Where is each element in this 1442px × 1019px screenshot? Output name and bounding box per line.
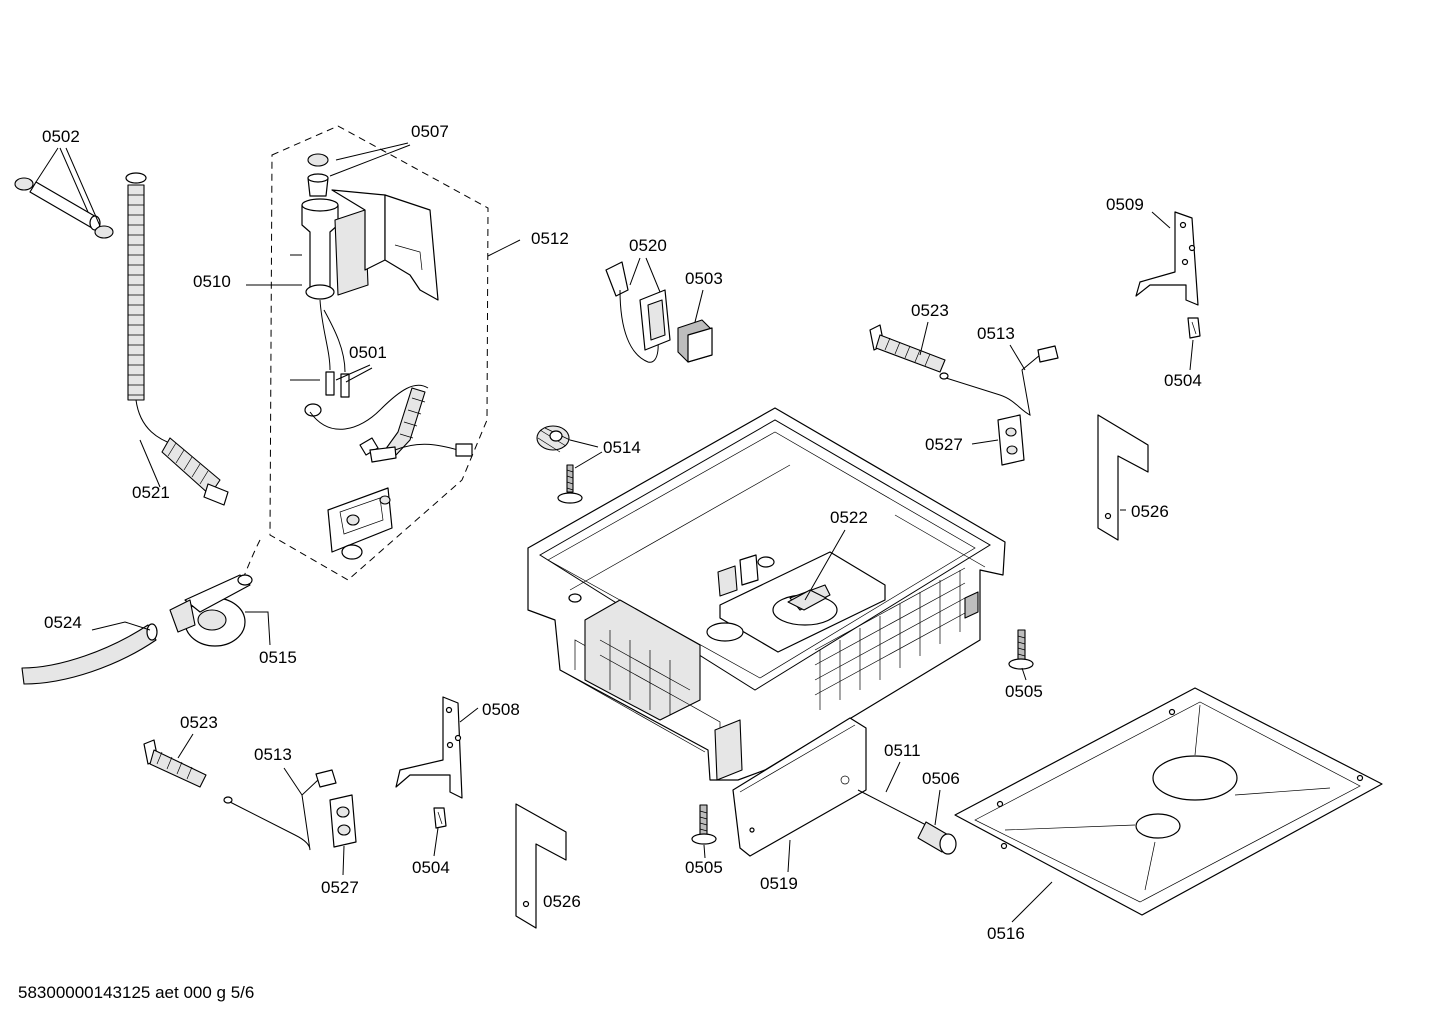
label-0514: 0514	[603, 438, 641, 457]
label-0520: 0520	[629, 236, 667, 255]
part-0526-plate-upper	[1097, 414, 1149, 541]
part-0507-caps	[307, 153, 329, 197]
label-0516: 0516	[987, 924, 1025, 943]
part-0508-bracket	[395, 696, 463, 799]
part-0523-spring-lower	[143, 739, 207, 788]
part-0523-spring-upper	[869, 324, 946, 373]
label-0512: 0512	[531, 229, 569, 248]
label-0526-upper: 0526	[1131, 502, 1169, 521]
part-0504-clip-upper	[1187, 317, 1201, 339]
part-0513-wire-upper	[939, 345, 1059, 416]
part-0506-knob	[917, 821, 957, 855]
part-0510-valve-assembly	[301, 189, 439, 417]
label-0523-lower: 0523	[180, 713, 218, 732]
part-0526-plate-lower	[515, 803, 567, 929]
label-0515: 0515	[259, 648, 297, 667]
label-0527-upper: 0527	[925, 435, 963, 454]
label-0513-upper: 0513	[977, 324, 1015, 343]
leader-lines	[35, 142, 1194, 923]
part-0503-connector	[677, 319, 713, 363]
part-0527-bracket-lower	[329, 794, 357, 848]
label-0511: 0511	[884, 741, 921, 760]
label-0504-upper: 0504	[1164, 371, 1202, 390]
label-0513-lower: 0513	[254, 745, 292, 764]
part-0516-base-plate	[954, 687, 1383, 916]
label-0524: 0524	[44, 613, 82, 632]
label-0504-lower: 0504	[412, 858, 450, 877]
part-0519-front-panel	[732, 717, 867, 857]
part-0527-bracket-upper	[997, 414, 1025, 466]
label-0526-lower: 0526	[543, 892, 581, 911]
part-0520-sensor	[605, 261, 671, 363]
part-0512-hose-harness	[309, 384, 473, 560]
part-0511-rod	[857, 789, 929, 827]
part-0514-gear-screw	[536, 425, 583, 504]
label-0519: 0519	[760, 874, 798, 893]
label-0506: 0506	[922, 769, 960, 788]
part-0505-screw-lower	[691, 804, 717, 845]
label-0505-right: 0505	[1005, 682, 1043, 701]
label-0503: 0503	[685, 269, 723, 288]
drawing-reference-footer: 58300000143125 aet 000 g 5/6	[18, 983, 254, 1002]
label-0510: 0510	[193, 272, 231, 291]
part-0524-hose	[21, 623, 158, 685]
part-base-tub	[527, 407, 1006, 781]
label-0501: 0501	[349, 343, 387, 362]
label-0502: 0502	[42, 127, 80, 146]
part-0521-inlet-hose	[125, 172, 229, 506]
label-0509: 0509	[1106, 195, 1144, 214]
part-0504-clip-lower	[433, 807, 447, 829]
label-0523-upper: 0523	[911, 301, 949, 320]
part-0505-screw-right	[1008, 629, 1034, 670]
label-0508: 0508	[482, 700, 520, 719]
label-0527-lower: 0527	[321, 878, 359, 897]
part-0515-pump	[169, 574, 253, 647]
label-0507: 0507	[411, 122, 449, 141]
part-0522-float	[787, 589, 827, 611]
assembly-link-dashed	[239, 539, 261, 586]
part-0513-wire-lower	[223, 769, 337, 851]
part-0509-bracket	[1135, 211, 1199, 306]
label-0505-lower: 0505	[685, 858, 723, 877]
label-0521: 0521	[132, 483, 170, 502]
assembly-boundary-0512	[269, 125, 489, 581]
part-0502-drain-pipe	[14, 177, 114, 239]
label-0522: 0522	[830, 508, 868, 527]
